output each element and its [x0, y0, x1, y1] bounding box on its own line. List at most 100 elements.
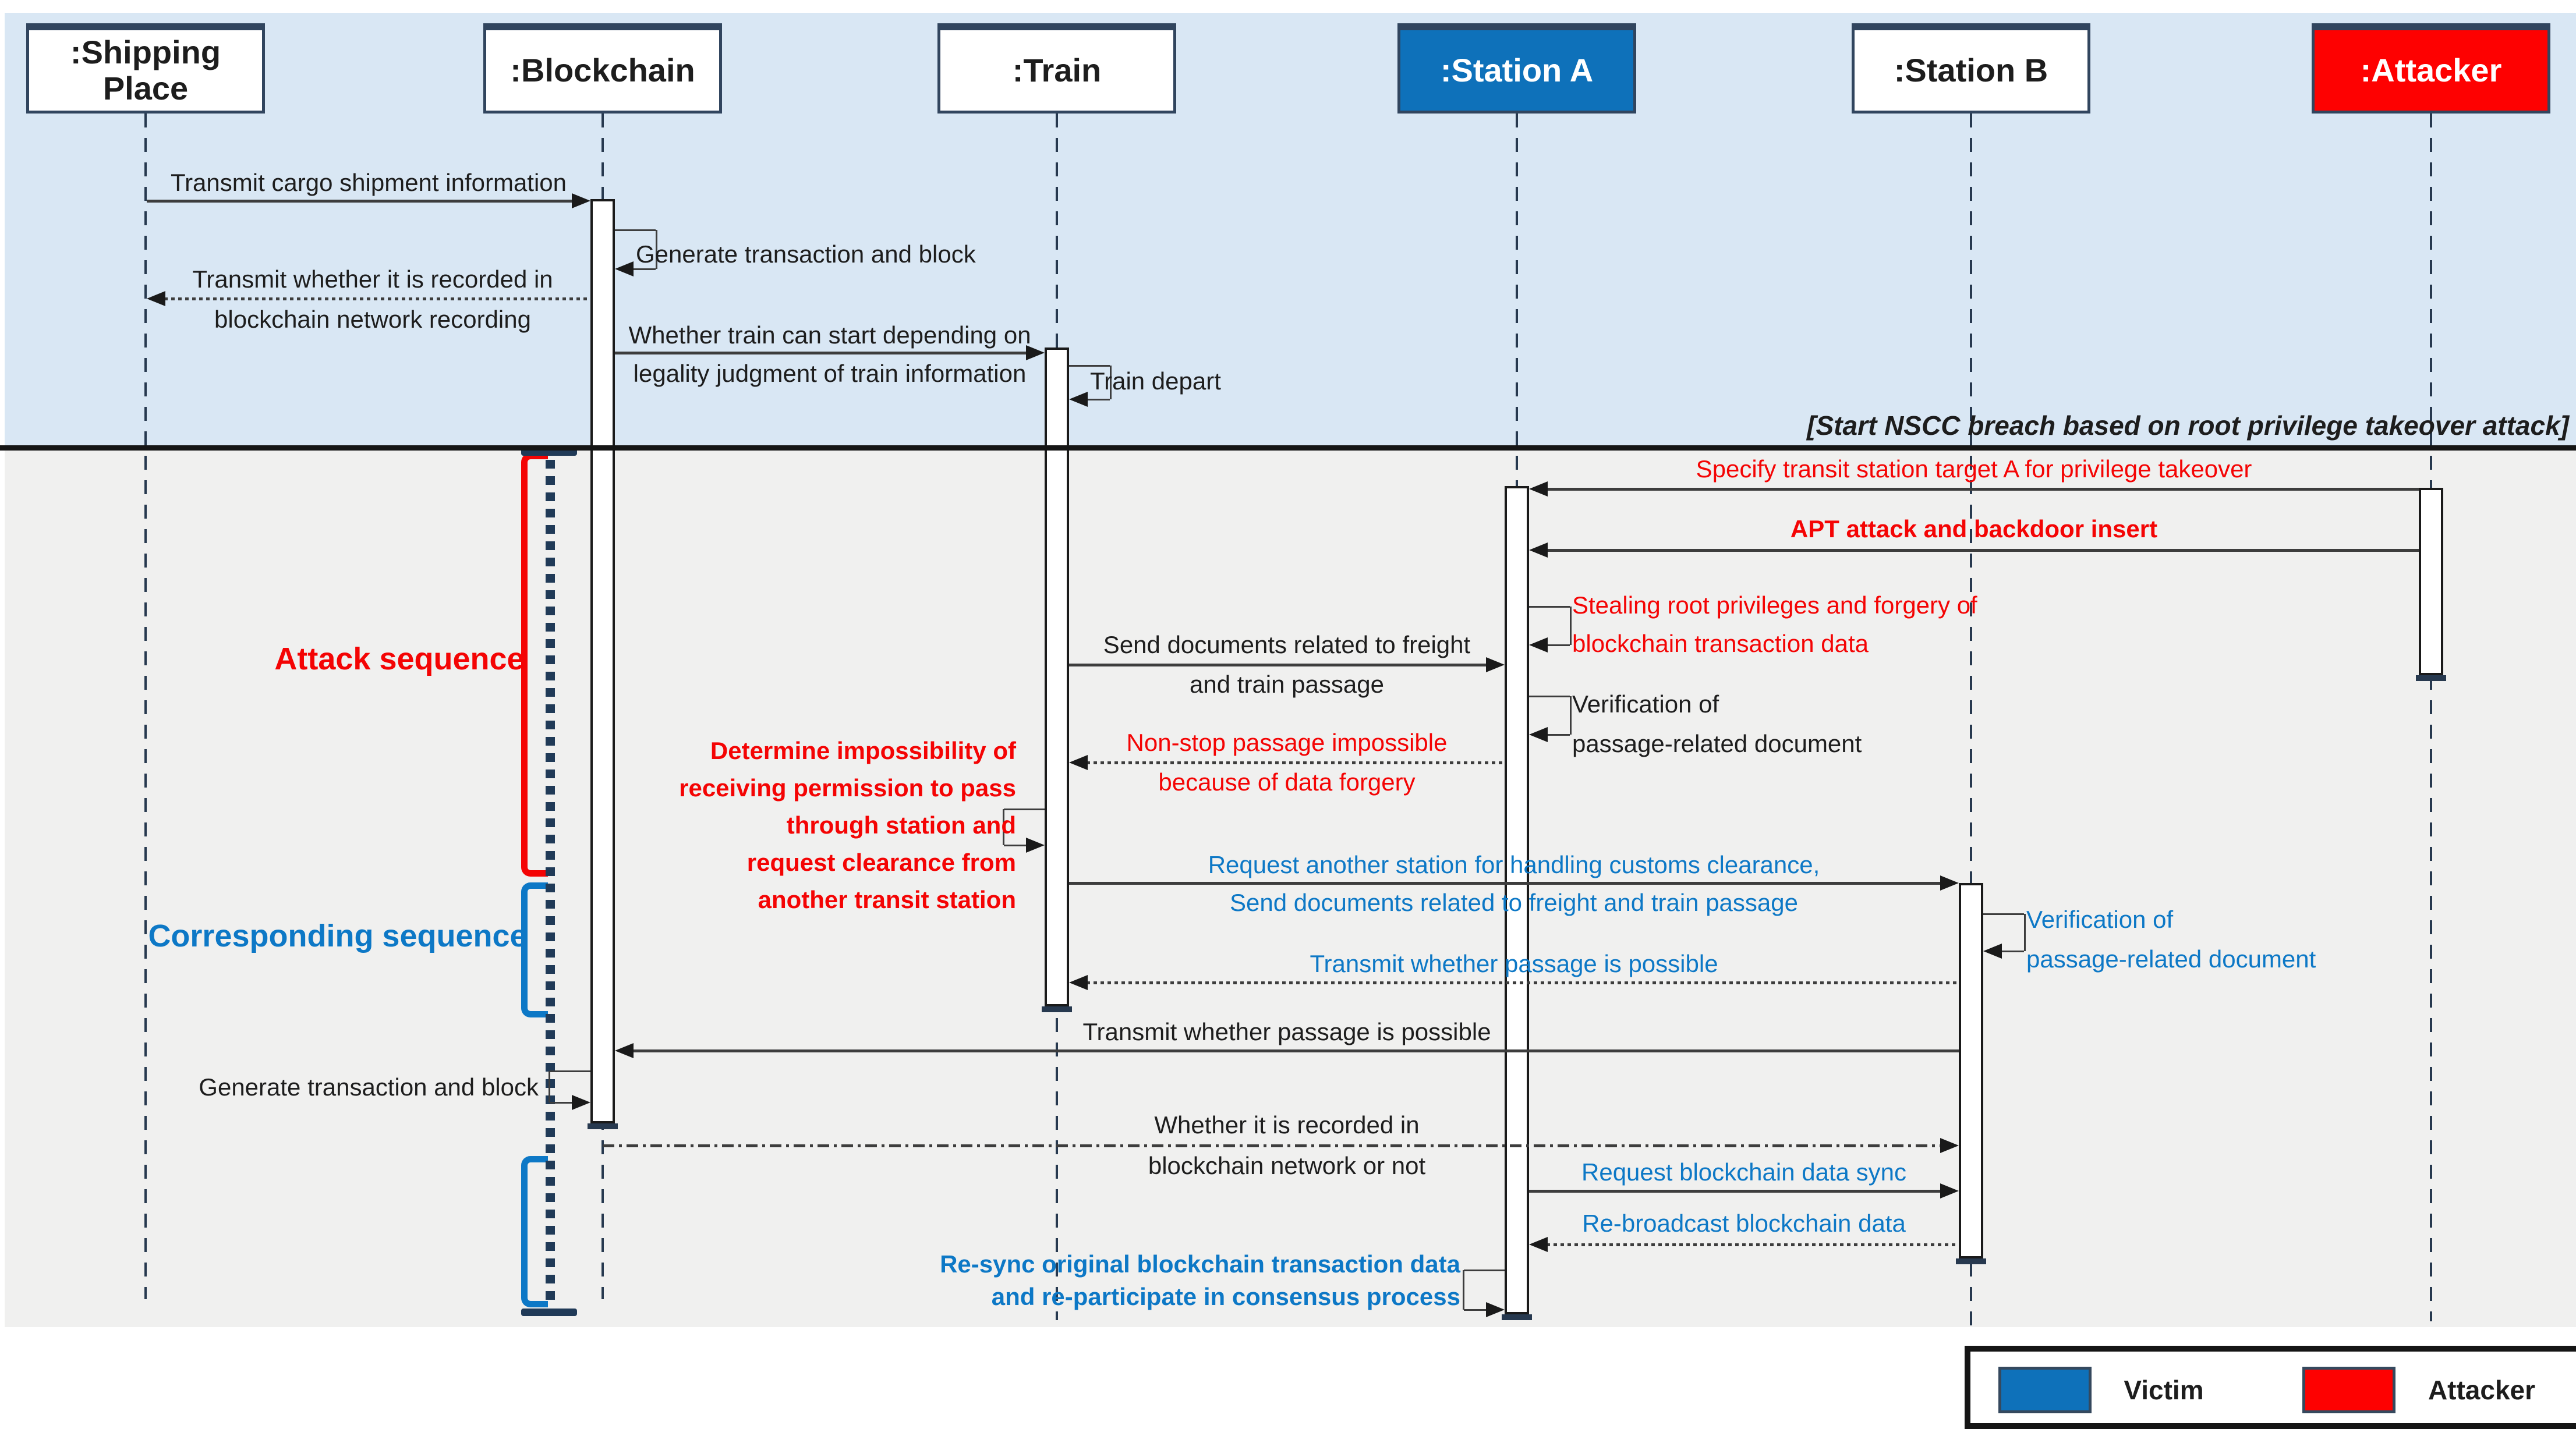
message-line-m2 — [164, 297, 590, 300]
self-top-s4 — [1529, 696, 1570, 697]
self-label-s4-1: passage-related document — [1572, 730, 1862, 757]
message-label-m8-1: Send documents related to freight and tr… — [1230, 889, 1798, 916]
message-label-m7-1: because of data forgery — [1158, 768, 1416, 796]
lifeline-attacker — [2430, 114, 2432, 1321]
message-line-m4 — [1547, 488, 2419, 491]
self-bottom-s1 — [631, 268, 656, 270]
message-arrowhead-m11 — [1940, 1138, 1959, 1153]
self-label-s5-4: another transit station — [758, 886, 1016, 913]
activation-cap-station-b — [1956, 1258, 1986, 1264]
attack-bracket — [521, 453, 548, 877]
actor-label: :Train — [1012, 52, 1102, 89]
message-arrowhead-m4 — [1529, 481, 1548, 497]
lifeline-station-b — [1970, 114, 1972, 1327]
self-top-s7 — [550, 1070, 590, 1072]
message-line-m12 — [1529, 1190, 1941, 1193]
self-vert-s3 — [1570, 607, 1572, 645]
self-label-s3-0: Stealing root privileges and forgery of — [1572, 591, 1977, 619]
self-top-s3 — [1529, 606, 1570, 608]
self-top-s2 — [1069, 365, 1110, 367]
self-vert-s2 — [1110, 366, 1112, 399]
message-line-m8 — [1069, 882, 1941, 885]
message-arrowhead-m12 — [1940, 1183, 1959, 1198]
attack-phase-band — [5, 445, 2576, 1327]
message-arrowhead-m1 — [572, 193, 590, 208]
self-vert-s6 — [2024, 914, 2026, 951]
message-line-m9 — [1087, 981, 1959, 984]
actor-label: Place — [102, 70, 189, 107]
self-arrowhead-s4 — [1529, 727, 1548, 742]
message-label-m11-0: Whether it is recorded in — [1154, 1111, 1420, 1139]
message-label-m8-0: Request another station for handling cus… — [1208, 851, 1820, 878]
self-arrowhead-s8 — [1486, 1302, 1505, 1317]
emphasis-bottom-cap — [521, 1309, 577, 1316]
message-arrowhead-m6 — [1486, 657, 1505, 672]
self-vert-s4 — [1570, 696, 1572, 735]
actor-attacker: :Attacker — [2312, 23, 2550, 114]
activation-station-b — [1959, 883, 1983, 1258]
actor-label: :Shipping — [70, 34, 221, 71]
legend-attacker-label: Attacker — [2428, 1375, 2536, 1405]
activation-attacker — [2419, 488, 2443, 675]
message-label-m2-1: blockchain network recording — [214, 306, 531, 333]
self-vert-s5 — [1003, 809, 1004, 845]
self-label-s2-0: Train depart — [1090, 367, 1221, 395]
message-label-m4-0: Specify transit station target A for pri… — [1696, 455, 2252, 483]
actor-blockchain: :Blockchain — [483, 23, 722, 114]
message-line-m7 — [1087, 761, 1505, 764]
message-label-m6-0: Send documents related to freight — [1103, 631, 1471, 658]
lifeline-shipping-place — [144, 114, 147, 1299]
activation-cap-blockchain — [588, 1123, 618, 1129]
actor-label: :Station A — [1440, 52, 1594, 89]
message-label-m2-0: Transmit whether it is recorded in — [192, 265, 553, 293]
actor-label: :Station B — [1894, 52, 2048, 89]
message-arrowhead-m5 — [1529, 542, 1548, 558]
actor-label: :Attacker — [2360, 52, 2502, 89]
self-vert-s8 — [1463, 1270, 1464, 1310]
message-label-m6-1: and train passage — [1190, 671, 1384, 698]
self-arrowhead-s3 — [1529, 637, 1548, 653]
self-label-s7-0: Generate transaction and block — [199, 1073, 539, 1101]
activation-blockchain — [590, 199, 615, 1123]
self-bottom-s4 — [1545, 734, 1570, 736]
corresponding-bracket-2 — [521, 1156, 548, 1307]
message-arrowhead-m9 — [1069, 975, 1088, 990]
actor-train: :Train — [937, 23, 1176, 114]
message-arrowhead-m8 — [1940, 875, 1959, 891]
message-line-m6 — [1069, 664, 1487, 666]
activation-station-a — [1505, 486, 1529, 1314]
actor-label: :Blockchain — [510, 52, 695, 89]
message-arrowhead-m7 — [1069, 755, 1088, 770]
message-label-m5-0: APT attack and backdoor insert — [1790, 515, 2158, 542]
activation-train — [1045, 348, 1069, 1006]
self-bottom-s6 — [2000, 951, 2024, 952]
message-label-m10-0: Transmit whether passage is possible — [1082, 1018, 1491, 1045]
blockchain-emphasis-dotted-line — [546, 460, 555, 1307]
legend-attacker-swatch — [2302, 1367, 2395, 1413]
self-vert-s7 — [549, 1071, 550, 1102]
message-label-m9-0: Transmit whether passage is possible — [1310, 950, 1718, 977]
message-line-m3 — [615, 352, 1027, 354]
message-line-m5 — [1547, 549, 2419, 552]
actor-station-b: :Station B — [1852, 23, 2090, 114]
message-arrowhead-m2 — [147, 291, 165, 306]
self-bottom-s5 — [1004, 845, 1028, 846]
message-arrowhead-m13 — [1529, 1237, 1548, 1252]
self-label-s3-1: blockchain transaction data — [1572, 630, 1869, 657]
self-bottom-s7 — [550, 1102, 574, 1104]
message-label-m1-0: Transmit cargo shipment information — [170, 169, 567, 196]
normal-operation-band — [5, 13, 2576, 445]
self-label-s1-0: Generate transaction and block — [636, 240, 976, 268]
corresponding-sequence-label: Corresponding sequence — [148, 919, 528, 953]
activation-cap-train — [1042, 1006, 1072, 1012]
self-top-s1 — [615, 229, 656, 231]
self-top-s8 — [1464, 1270, 1505, 1271]
self-bottom-s8 — [1464, 1309, 1488, 1311]
actor-station-a: :Station A — [1397, 23, 1636, 114]
message-label-m7-0: Non-stop passage impossible — [1126, 729, 1448, 756]
message-line-m13 — [1547, 1243, 1959, 1246]
legend-victim-swatch — [1998, 1367, 2092, 1413]
message-line-m11 — [603, 1144, 1941, 1147]
self-top-s6 — [1983, 913, 2024, 915]
